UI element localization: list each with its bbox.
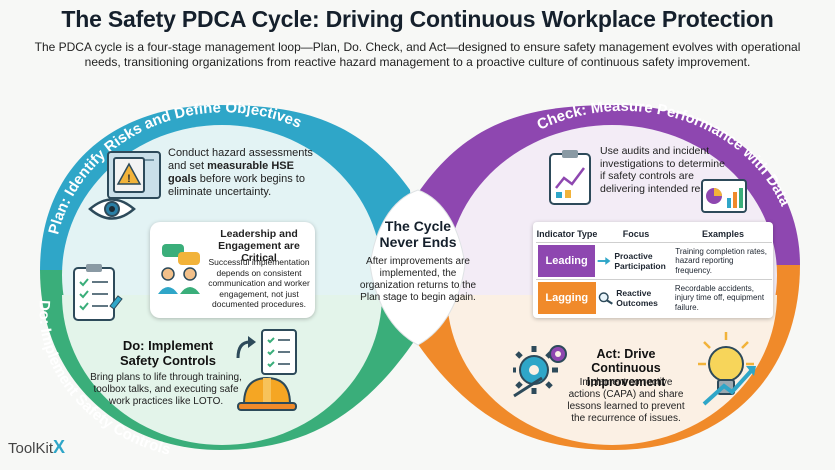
indicator-table: Indicator Type Focus Examples Leading Pr…	[536, 225, 772, 316]
focus-cell: Proactive Participation	[597, 251, 673, 271]
dashboard-icon	[701, 179, 747, 213]
svg-text:!: !	[127, 173, 131, 185]
header-examples: Examples	[701, 228, 745, 239]
do-description: Bring plans to life through training, to…	[90, 372, 242, 407]
examples-cell: Training completion rates, hazard report…	[675, 246, 767, 275]
logo-text: ToolKit	[8, 440, 54, 457]
leadership-text: Successful implementation depends on con…	[208, 257, 310, 309]
arrow-up-icon	[236, 336, 256, 359]
act-heading: Act: Drive Continuous Improvement	[586, 347, 666, 389]
logo-mark: X	[53, 437, 66, 457]
indicator-type-cell: Leading	[538, 245, 596, 277]
examples-cell: Recordable accidents, injury time off, e…	[674, 283, 765, 312]
team-icon	[158, 244, 200, 294]
table-row: Lagging Reactive Outcomes Recordable acc…	[536, 280, 772, 316]
header-indicator-type: Indicator Type	[536, 228, 598, 239]
arrow-right-icon	[597, 257, 611, 265]
focus-cell: Reactive Outcomes	[598, 288, 673, 308]
document-checklist-icon	[261, 329, 297, 375]
checklist-clipboard-icon	[73, 264, 123, 321]
focus-text: Proactive Participation	[614, 251, 666, 271]
plan-text-end: before work begins to eliminate uncertai…	[168, 173, 305, 198]
chart-clipboard-icon	[549, 150, 591, 205]
magnifier-icon	[598, 292, 613, 305]
indicator-table-header: Indicator Type Focus Examples	[536, 225, 772, 243]
toolkit-logo: ToolKitX	[8, 437, 65, 458]
focus-text: Reactive Outcomes	[616, 288, 658, 308]
check-description: Use audits and incident investigations t…	[600, 145, 725, 195]
gears-icon	[513, 345, 567, 398]
table-row: Leading Proactive Participation Training…	[536, 243, 772, 280]
blueprint-warning-icon: !	[107, 151, 161, 199]
plan-text-start: Conduct hazard assessments and set	[168, 147, 313, 172]
leadership-title: Leadership and Engagement are Critical	[218, 228, 300, 264]
do-heading: Do: Implement Safety Controls	[119, 338, 217, 368]
eye-icon	[88, 198, 136, 220]
page-title: The Safety PDCA Cycle: Driving Continuou…	[61, 6, 774, 32]
lightbulb-icon	[698, 332, 756, 406]
plan-description: Conduct hazard assessments and set measu…	[168, 147, 313, 199]
leadership-card	[150, 222, 315, 318]
center-text: After improvements are implemented, the …	[359, 256, 477, 303]
hard-hat-icon	[237, 376, 297, 411]
act-description: Implement corrective actions (CAPA) and …	[567, 377, 685, 424]
page-subtitle: The PDCA cycle is a four-stage managemen…	[34, 40, 801, 69]
plan-text-bold: measurable HSE goals	[168, 160, 294, 185]
center-title: The Cycle Never Ends	[379, 218, 457, 250]
header-focus: Focus	[622, 228, 650, 239]
indicator-type-cell: Lagging	[538, 282, 596, 314]
